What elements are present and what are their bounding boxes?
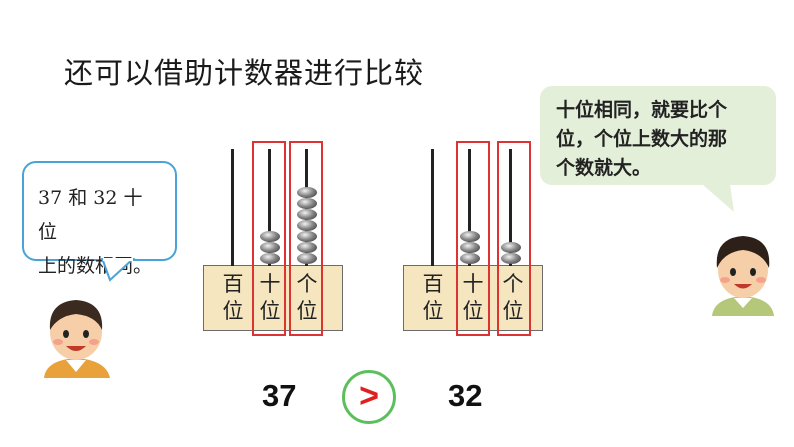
rod-tens bbox=[268, 149, 271, 266]
tens-highlight-frame bbox=[456, 141, 490, 336]
label-tens: 十位 bbox=[259, 272, 281, 323]
counter-left-37: 百位 十位 个位 bbox=[203, 141, 343, 336]
bead-ones bbox=[297, 231, 317, 242]
right-number: 32 bbox=[448, 378, 483, 413]
counter-right-32: 百位 十位 个位 bbox=[403, 141, 543, 336]
label-hundreds: 百位 bbox=[222, 272, 244, 323]
bead-ones bbox=[297, 242, 317, 253]
boy-left-illustration bbox=[44, 300, 110, 378]
bead-ones bbox=[297, 253, 317, 264]
counter-base bbox=[203, 265, 343, 331]
left-speech-bubble: 37 和 32 十位 上的数相同。 bbox=[22, 161, 177, 277]
bead-tens bbox=[460, 253, 480, 264]
label-hundreds: 百位 bbox=[422, 272, 444, 323]
bead-ones bbox=[501, 253, 521, 264]
bead-tens bbox=[260, 242, 280, 253]
left-bubble-tail bbox=[100, 258, 136, 282]
right-speech-bubble: 十位相同，就要比个 位，个位上数大的那 个数就大。 bbox=[540, 86, 776, 185]
page-title: 还可以借助计数器进行比较 bbox=[64, 56, 425, 90]
bubble-right-line-3: 个数就大。 bbox=[556, 157, 652, 179]
rod-tens bbox=[468, 149, 471, 266]
bead-ones bbox=[297, 209, 317, 220]
tens-highlight-frame bbox=[252, 141, 286, 336]
bead-ones bbox=[297, 187, 317, 198]
ones-highlight-frame bbox=[289, 141, 323, 336]
bead-tens bbox=[260, 253, 280, 264]
boy-right-illustration bbox=[712, 236, 774, 316]
label-ones: 个位 bbox=[296, 272, 318, 323]
left-number: 37 bbox=[262, 378, 297, 413]
label-tens: 十位 bbox=[462, 272, 484, 323]
bubble-left-line-1: 37 和 32 十位 bbox=[38, 187, 143, 243]
comparison-sign: > bbox=[342, 370, 396, 424]
bead-tens bbox=[460, 231, 480, 242]
bead-ones bbox=[501, 242, 521, 253]
right-bubble-tail bbox=[702, 184, 734, 212]
bubble-right-line-1: 十位相同，就要比个 bbox=[556, 99, 728, 121]
counter-base bbox=[403, 265, 543, 331]
bead-tens bbox=[460, 242, 480, 253]
bubble-right-line-2: 位，个位上数大的那 bbox=[556, 128, 728, 150]
rod-hundreds bbox=[431, 149, 434, 266]
bead-ones bbox=[297, 220, 317, 231]
bead-tens bbox=[260, 231, 280, 242]
ones-highlight-frame bbox=[497, 141, 531, 336]
bead-ones bbox=[297, 198, 317, 209]
rod-ones bbox=[509, 149, 512, 266]
rod-hundreds bbox=[231, 149, 234, 266]
label-ones: 个位 bbox=[502, 272, 524, 323]
